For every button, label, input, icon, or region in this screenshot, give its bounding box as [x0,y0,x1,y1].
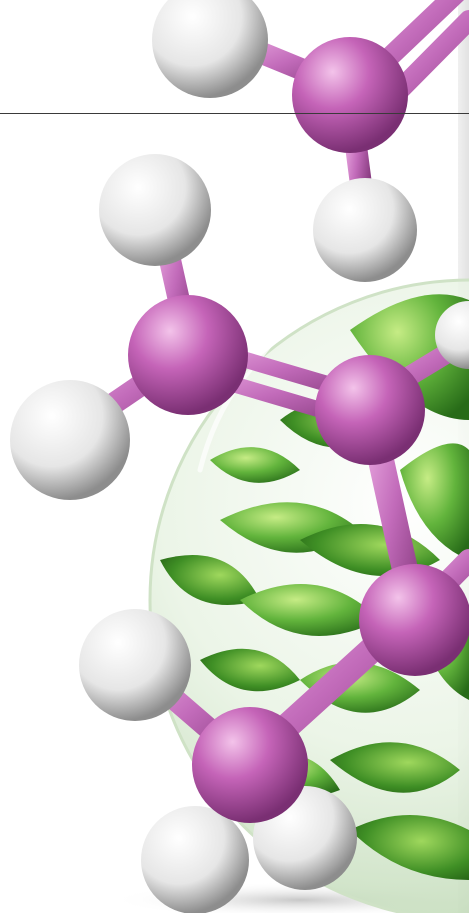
hydrogen-atom [141,806,249,913]
hydrogen-atoms [10,0,469,913]
hydrogen-atom [10,380,130,500]
hydrogen-atom [79,609,191,721]
carbon-atom [192,707,308,823]
hydrogen-atom [152,0,268,98]
carbon-atom [128,295,248,415]
carbon-atom [292,37,408,153]
carbon-atoms [128,37,469,823]
hydrogen-atom [313,178,417,282]
horizontal-divider [0,113,469,114]
hydrogen-atom [435,301,469,369]
carbon-atom [359,564,469,676]
carbon-atom [315,355,425,465]
hydrogen-atom [99,154,211,266]
